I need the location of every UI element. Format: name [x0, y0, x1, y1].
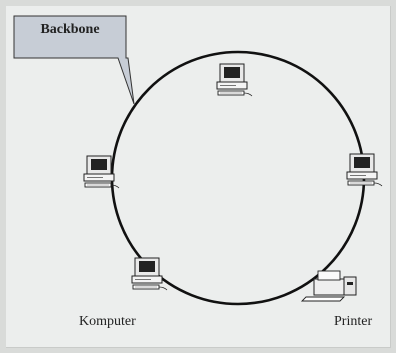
computer-caption: Komputer [79, 314, 136, 329]
printer-caption: Printer [334, 314, 373, 329]
backbone-label: Backbone [40, 22, 100, 37]
computer-icon [346, 153, 383, 187]
printer-icon [301, 270, 357, 302]
callout-bubble [13, 15, 135, 105]
backbone-callout [13, 15, 135, 105]
computer-icon [216, 63, 253, 97]
computer-icon [131, 257, 168, 291]
